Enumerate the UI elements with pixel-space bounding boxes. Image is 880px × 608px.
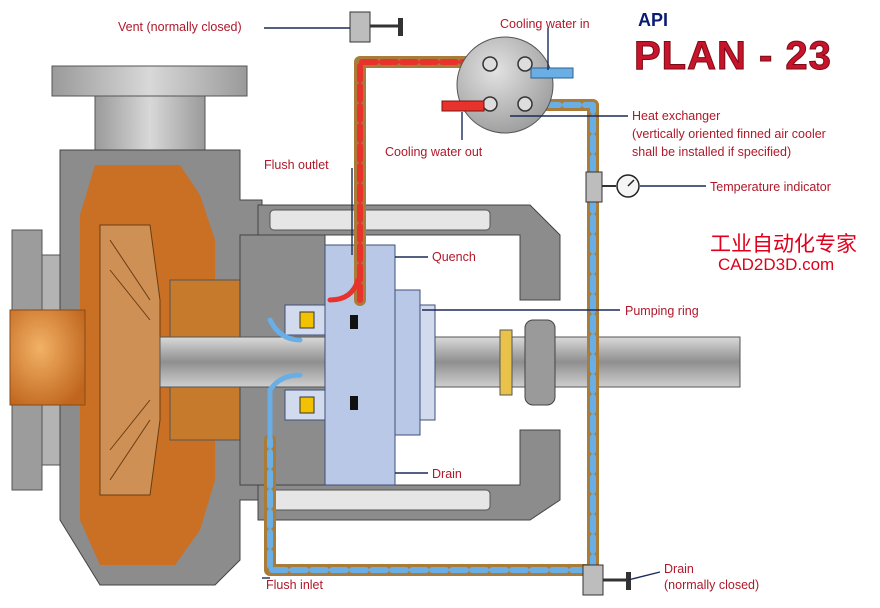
heat-exchanger — [456, 36, 554, 134]
coupling — [499, 319, 556, 406]
heat-exchanger-note-2: shall be installed if specified) — [632, 145, 792, 159]
title-plan: PLAN - 23 — [634, 34, 832, 79]
drain-bottom-note: (normally closed) — [664, 578, 760, 592]
drain-valve — [582, 564, 631, 596]
vent-valve — [349, 11, 403, 43]
flush-inlet-label: Flush inlet — [266, 578, 323, 592]
heat-exchanger-note-1: (vertically oriented finned air cooler — [632, 127, 826, 141]
impeller — [9, 224, 161, 496]
watermark-site: CAD2D3D.com — [718, 255, 835, 274]
flush-outlet-label: Flush outlet — [264, 158, 329, 172]
vent-label: Vent (normally closed) — [118, 20, 242, 34]
bearing-bracket — [257, 204, 561, 521]
temperature-indicator — [585, 171, 640, 203]
cooling-water-in-pipe — [530, 67, 574, 79]
quench-label: Quench — [432, 250, 476, 264]
watermark-cn: 工业自动化专家 — [710, 232, 857, 256]
seal-assembly — [284, 244, 436, 486]
shaft — [159, 336, 741, 388]
heat-exchanger-label: Heat exchanger — [632, 109, 721, 123]
cooling-water-in-label: Cooling water in — [500, 17, 590, 31]
cooling-water-out-pipe — [441, 100, 485, 112]
drain-label: Drain — [432, 467, 462, 481]
cooling-water-out-label: Cooling water out — [385, 145, 483, 159]
pumping-ring-label: Pumping ring — [625, 304, 699, 318]
title-api: API — [638, 10, 669, 30]
leader-lines — [262, 27, 706, 581]
temperature-indicator-label: Temperature indicator — [710, 180, 831, 194]
drain-bottom-label: Drain — [664, 562, 694, 576]
